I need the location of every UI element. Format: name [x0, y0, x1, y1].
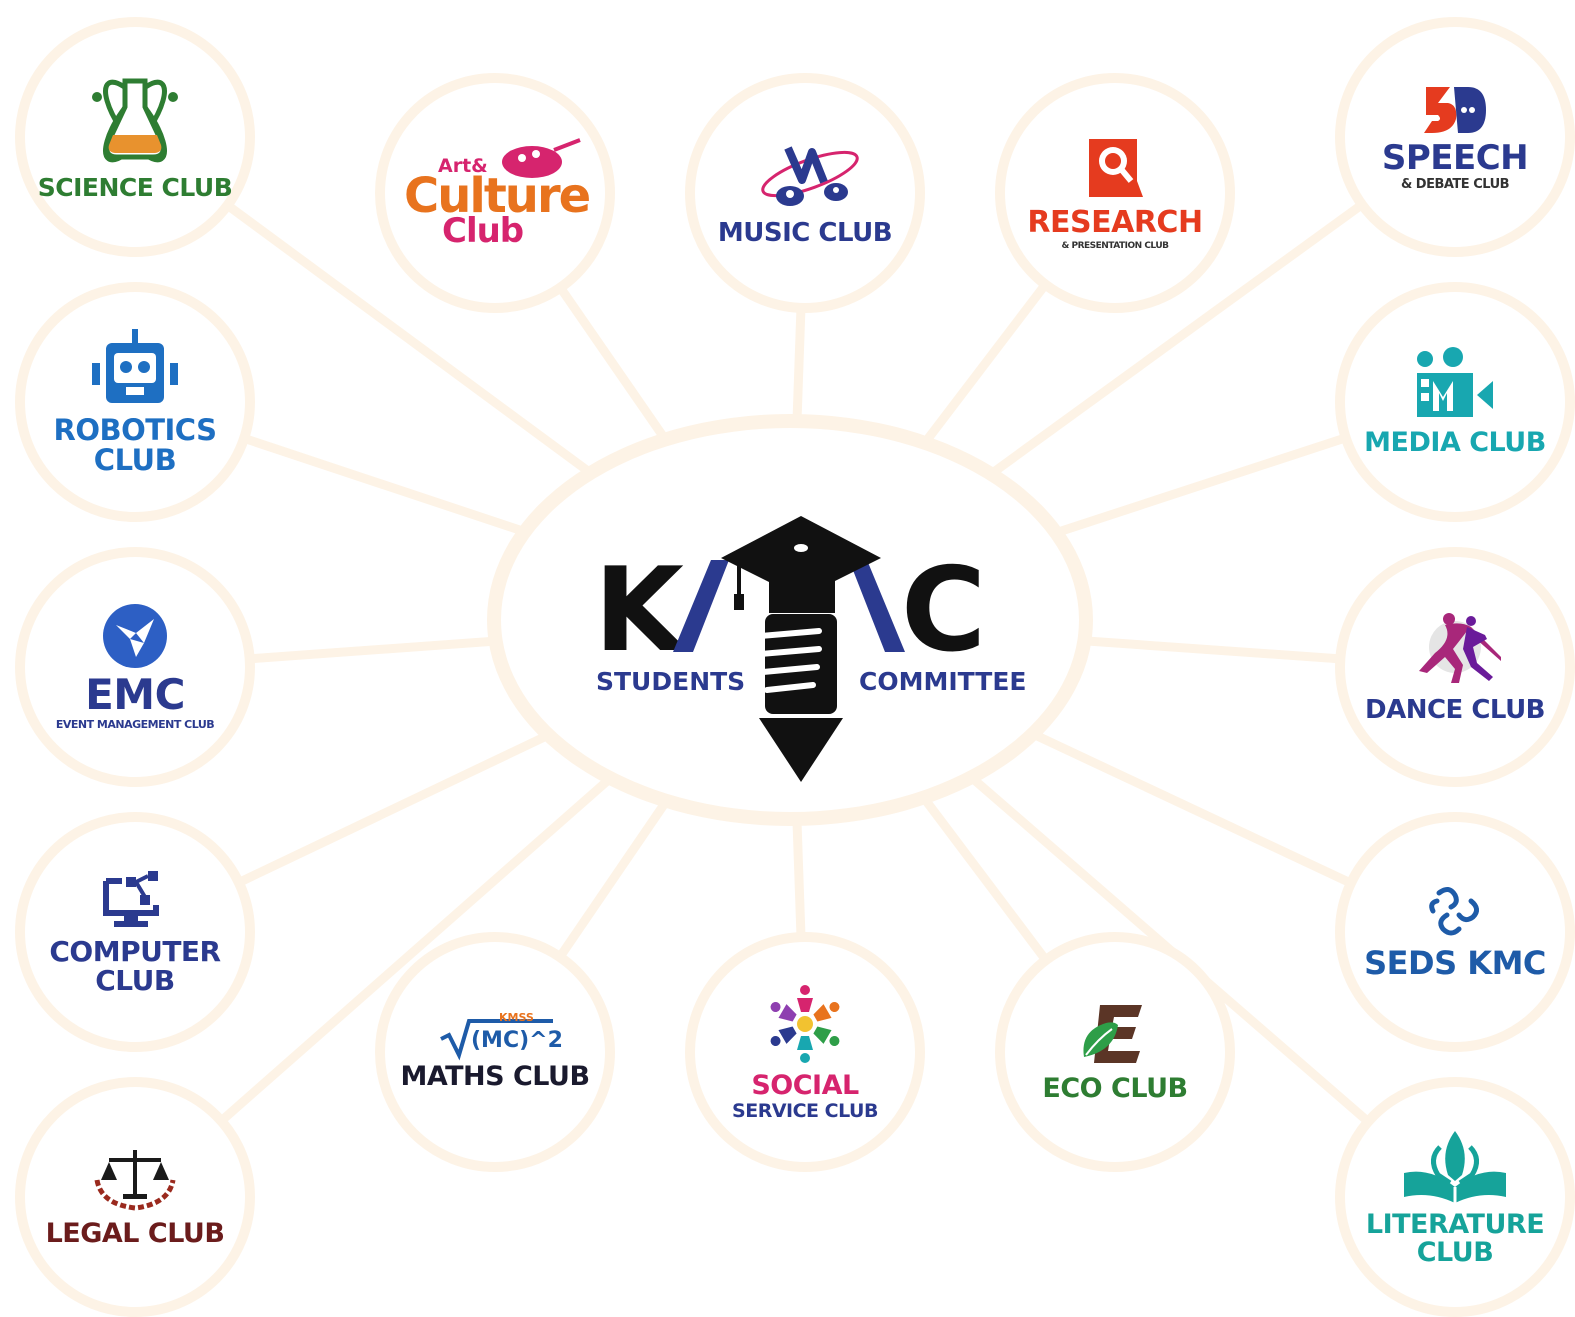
svg-text:Art&: Art& — [438, 155, 488, 177]
club-subtitle: EVENT MANAGEMENT CLUB — [55, 718, 215, 732]
club-dance[interactable]: DANCE CLUB — [1335, 547, 1575, 787]
club-label: SEDS KMC — [1364, 944, 1546, 983]
logo-letter-c: C — [901, 543, 986, 678]
center-node: K C STUDENTS COMMITTEE — [487, 414, 1093, 826]
club-speech[interactable]: SPEECH & DEBATE CLUB — [1335, 17, 1575, 257]
sqrt-formula-icon: KMSS (MC)^2 — [440, 1011, 563, 1061]
dancers-icon — [1419, 613, 1501, 684]
club-eco[interactable]: ECO CLUB — [995, 932, 1235, 1172]
club-subtitle: & PRESENTATION CLUB — [1061, 240, 1169, 251]
club-science[interactable]: SCIENCE CLUB — [15, 17, 255, 257]
club-robotics[interactable]: ROBOTICS CLUB — [15, 282, 255, 522]
logo-left-stroke — [673, 560, 729, 652]
art-culture-logo: Art& Culture Club — [404, 138, 592, 251]
svg-text:Culture: Culture — [404, 168, 590, 224]
video-camera-icon — [1417, 346, 1493, 417]
club-label-line2: CLUB — [95, 964, 175, 997]
club-title: EMC — [85, 670, 185, 720]
leaf-e-icon — [1083, 1004, 1142, 1063]
music-note-icon — [761, 146, 859, 207]
origami-bird-icon — [103, 604, 167, 669]
kmc-logo: K C STUDENTS COMMITTEE — [594, 516, 1027, 782]
club-label-line1: ROBOTICS — [53, 412, 217, 447]
svg-text:Club: Club — [442, 211, 523, 251]
graduation-cap-pencil-icon — [721, 516, 881, 782]
club-seds[interactable]: SEDS KMC — [1335, 812, 1575, 1052]
scales-of-justice-icon — [94, 1149, 176, 1211]
club-music[interactable]: MUSIC CLUB — [685, 73, 925, 313]
club-label-line1: SOCIAL — [751, 1070, 859, 1102]
committee-label: COMMITTEE — [859, 667, 1027, 696]
club-social[interactable]: SOCIAL SERVICE CLUB — [685, 932, 925, 1172]
club-title: RESEARCH — [1027, 205, 1203, 241]
club-label-line1: COMPUTER — [49, 934, 221, 968]
club-label: MATHS CLUB — [400, 1060, 590, 1092]
speech-sd-icon — [1424, 86, 1486, 133]
logo-letter-k: K — [594, 543, 688, 678]
club-culture[interactable]: Art& Culture Club — [375, 73, 615, 313]
seds-swirl-icon — [1429, 887, 1479, 936]
robot-icon — [92, 328, 178, 403]
club-title: SPEECH — [1381, 137, 1529, 178]
club-label-line2: CLUB — [93, 443, 177, 477]
club-label-line2: CLUB — [1416, 1237, 1494, 1268]
club-label-line2: SERVICE CLUB — [732, 1099, 878, 1122]
club-research[interactable]: RESEARCH & PRESENTATION CLUB — [995, 73, 1235, 313]
club-subtitle: & DEBATE CLUB — [1400, 176, 1510, 192]
flask-atom-icon — [92, 78, 178, 163]
computer-network-icon — [103, 870, 159, 927]
club-label: DANCE CLUB — [1364, 695, 1546, 726]
club-label: SCIENCE CLUB — [37, 172, 233, 202]
club-literature[interactable]: LITERATURE CLUB — [1335, 1077, 1575, 1317]
students-label: STUDENTS — [596, 667, 745, 696]
club-legal[interactable]: LEGAL CLUB — [15, 1077, 255, 1317]
club-label-line1: LITERATURE — [1365, 1208, 1545, 1240]
club-label: ECO CLUB — [1042, 1072, 1188, 1104]
club-media[interactable]: MEDIA CLUB — [1335, 282, 1575, 522]
svg-text:(MC)^2: (MC)^2 — [471, 1028, 563, 1053]
club-maths[interactable]: KMSS (MC)^2 MATHS CLUB — [375, 932, 615, 1172]
club-label: LEGAL CLUB — [45, 1217, 225, 1249]
club-emc[interactable]: EMC EVENT MANAGEMENT CLUB — [15, 547, 255, 787]
club-label: MUSIC CLUB — [717, 218, 893, 249]
magnifier-icon — [1089, 139, 1143, 198]
people-circle-icon — [770, 985, 840, 1064]
club-label: MEDIA CLUB — [1364, 426, 1546, 458]
club-computer[interactable]: COMPUTER CLUB — [15, 812, 255, 1052]
logo-right-stroke — [849, 560, 905, 652]
svg-text:KMSS: KMSS — [499, 1011, 534, 1024]
open-book-leaf-icon — [1404, 1130, 1506, 1203]
